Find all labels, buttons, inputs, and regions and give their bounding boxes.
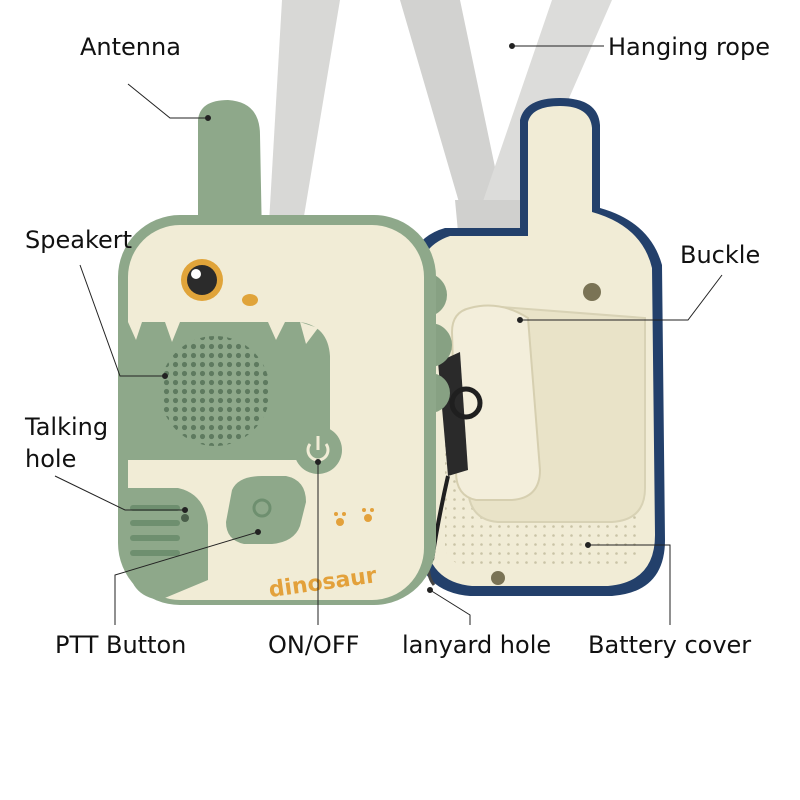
label-talking-hole-line1: Talking	[25, 413, 109, 441]
label-battery-cover: Battery cover	[588, 631, 752, 659]
front-antenna	[198, 100, 262, 240]
speaker-grille	[128, 322, 330, 460]
lanyard-leader	[429, 589, 471, 625]
talking-hole	[128, 488, 208, 600]
buckle-clip	[450, 304, 542, 501]
label-buckle: Buckle	[680, 241, 761, 269]
ptt-leader	[114, 531, 259, 625]
label-antenna: Antenna	[80, 33, 181, 61]
label-talking-hole-line2: hole	[25, 445, 77, 473]
talking-hole-leader	[54, 475, 185, 511]
back-bottom-hole	[491, 571, 505, 585]
speaker-leader	[79, 264, 165, 377]
buckle-leader	[520, 274, 723, 321]
label-lanyard-hole: lanyard hole	[402, 631, 552, 659]
label-hanging-rope: Hanging rope	[608, 33, 770, 61]
label-on-off: ON/OFF	[268, 631, 360, 659]
dino-eye	[181, 259, 223, 301]
battery-leader	[588, 544, 671, 625]
back-screw-hole	[583, 283, 601, 301]
label-ptt-button: PTT Button	[55, 631, 187, 659]
label-speaker: Speakert	[25, 226, 133, 254]
ptt-button	[226, 476, 306, 544]
callout-lines	[54, 43, 723, 625]
paw-prints	[334, 508, 374, 526]
antenna-leader	[127, 83, 208, 119]
dino-nose	[242, 294, 258, 306]
